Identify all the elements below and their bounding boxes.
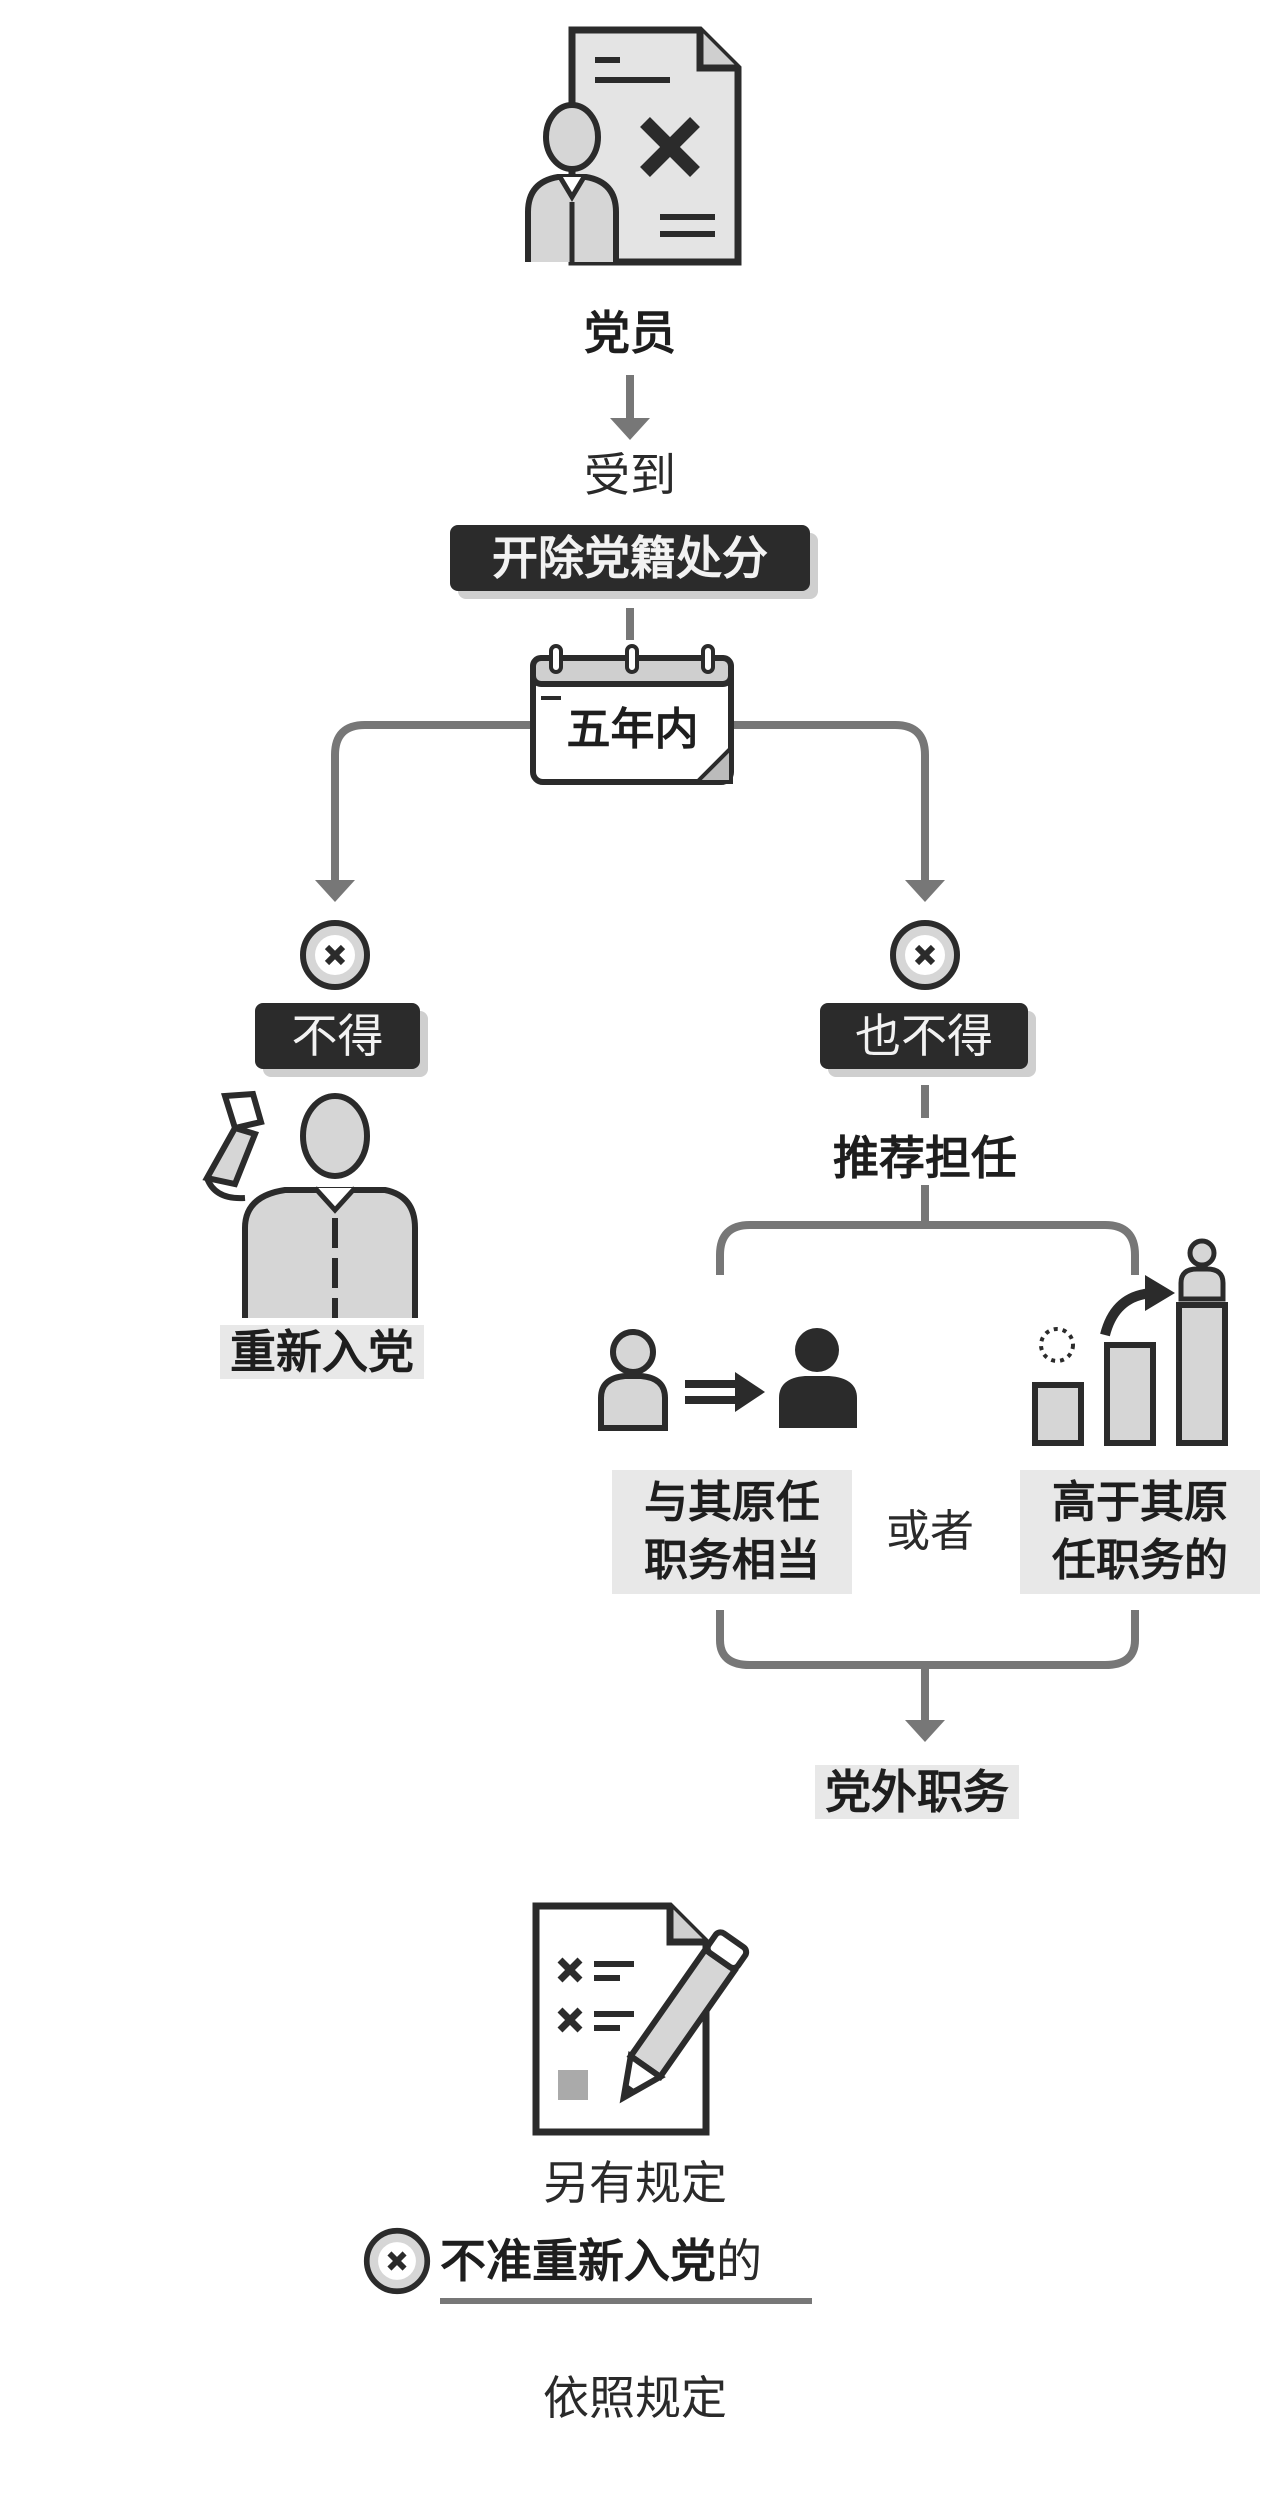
left-action-label: 重新入党 [220, 1325, 424, 1379]
x-circle-icon [300, 920, 370, 990]
x-circle-icon [363, 2227, 431, 2295]
oath-person-icon [202, 1090, 418, 1318]
option-a-line-1: 与其原任 [644, 1477, 820, 1528]
result-label: 党外职务 [815, 1765, 1019, 1819]
condition-suffix-text: 的 [716, 2234, 762, 2288]
condition-line: 不准重新入党的 [440, 2238, 762, 2284]
verb-label: 受到 [584, 448, 676, 502]
subject-label: 党员 [584, 306, 676, 360]
option-a-line-2: 职务相当 [644, 1535, 820, 1586]
right-prohibit-badge: 也不得 [820, 1003, 1028, 1069]
option-b-line-1: 高于其原 [1052, 1477, 1228, 1528]
condition-bold-text: 不准重新入党 [440, 2234, 716, 2288]
connector-label: 或者 [886, 1506, 974, 1557]
option-b-box: 高于其原 任职务的 [1020, 1470, 1260, 1594]
condition-underline [440, 2298, 812, 2304]
option-b-line-2: 任职务的 [1052, 1535, 1228, 1586]
penalty-badge: 开除党籍处分 [450, 525, 810, 591]
expelled-document-icon [525, 26, 742, 266]
other-rules-label: 另有规定 [543, 2156, 727, 2210]
per-rules-label: 依照规定 [543, 2371, 727, 2425]
promotion-chart-icon [1032, 1238, 1228, 1446]
equal-position-icon [598, 1328, 857, 1431]
rules-document-icon [532, 1902, 750, 2136]
option-a-box: 与其原任 职务相当 [612, 1470, 852, 1594]
x-circle-icon [890, 920, 960, 990]
right-action-label: 推荐担任 [833, 1131, 1017, 1185]
period-label: 五年内 [566, 704, 699, 755]
left-prohibit-badge: 不得 [255, 1003, 420, 1069]
calendar-icon [530, 644, 734, 785]
